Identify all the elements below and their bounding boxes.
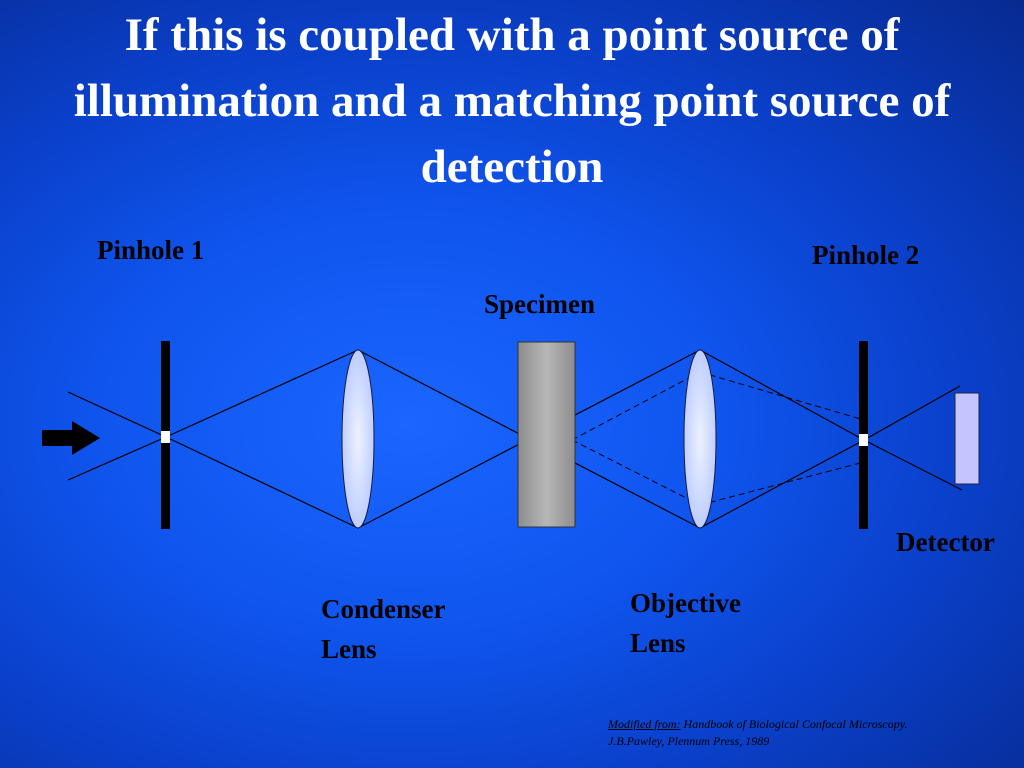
pinhole-2	[859, 341, 868, 529]
detector-block	[954, 392, 980, 485]
right-arrow-icon	[42, 421, 100, 455]
condenser-lens-label: Condenser Lens	[321, 589, 446, 669]
detector-label: Detector	[896, 527, 995, 557]
objective-lens	[683, 349, 717, 529]
objective-lens-label: Objective Lens	[630, 583, 741, 663]
specimen-slab	[517, 341, 576, 528]
specimen-label: Specimen	[484, 289, 595, 319]
condenser-lens	[341, 349, 375, 529]
pinhole-1-label: Pinhole 1	[97, 235, 205, 265]
out-of-focus-rays	[571, 371, 865, 506]
condenser-label-line1: Condenser	[321, 594, 446, 624]
pinhole-1	[161, 341, 170, 529]
citation-text: Handbook of Biological Confocal Microsco…	[608, 717, 908, 748]
objective-label-line2: Lens	[630, 628, 686, 658]
objective-label-line1: Objective	[630, 588, 741, 618]
pinhole-2-label: Pinhole 2	[812, 240, 920, 270]
condenser-label-line2: Lens	[321, 634, 377, 664]
citation-prefix: Modified from:	[608, 717, 681, 731]
citation: Modified from: Handbook of Biological Co…	[608, 716, 918, 750]
slide-title: If this is coupled with a point source o…	[73, 9, 951, 193]
illumination-rays	[67, 349, 963, 529]
